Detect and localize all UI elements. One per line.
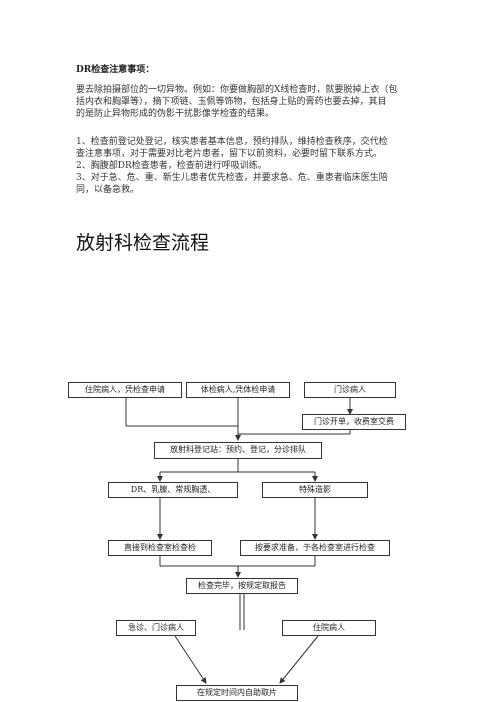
flow-box-emergency: 急诊、门诊病人 xyxy=(116,620,196,636)
paragraph-line: 要去除拍摄部位的一切异物。例如：你要做胸部的X线检查时，就要脱掉上衣（包 xyxy=(76,85,398,95)
paragraph-line: 的是防止异物形成的伪影干扰影像学检查的结果。 xyxy=(76,109,275,119)
flow-box-registration: 放射科登记站：预约、登记，分诊排队 xyxy=(154,442,322,459)
notice-item-line: 2、胸腹部DR检查患者，检查前进行呼吸训练。 xyxy=(76,161,267,171)
flow-box-direct-room: 直接到检查室检查检 xyxy=(108,540,212,556)
paragraph-line: 括内衣和胸罩等），摘下项链、玉佩等饰物，包括身上贴的膏药也要去掉，其目 xyxy=(76,97,387,107)
notice-title: DR检查注意事项： xyxy=(76,65,155,75)
notice-item-line: 查注意事项，对于需要对比老片患者，留下以前资料，必要时留下联系方式。 xyxy=(76,149,383,159)
flow-box-dr-general: DR、乳腺、常规胸透、 xyxy=(108,482,238,498)
flow-box-done: 检查完毕，按规定取报告 xyxy=(186,578,298,594)
flow-box-prepare-room: 按要求准备，于各检查室进行检查 xyxy=(240,540,390,556)
notice-item-line: 3、对于急、危、重、新生儿患者优先检查，并要求急、危、重患者临床医生陪 xyxy=(76,173,388,183)
notice-items: 1、检查前登记处登记，核实患者基本信息，预约排队，维持检查秩序，交代检 查注意事… xyxy=(76,136,426,196)
flow-box-self-pickup: 在规定时间内自助取片 xyxy=(176,685,298,701)
flow-box-inpatient: 住院病人 xyxy=(282,620,376,636)
flow-box-inpatient-request: 住院病人，凭检查申请 xyxy=(68,382,182,398)
notice-paragraph: 要去除拍摄部位的一切异物。例如：你要做胸部的X线检查时，就要脱掉上衣（包 括内衣… xyxy=(76,84,426,120)
notice-item-line: 1、检查前登记处登记，核实患者基本信息，预约排队，维持检查秩序，交代检 xyxy=(76,137,388,147)
flow-box-checkup-request: 体检病人,凭体检申请 xyxy=(186,382,290,398)
flow-box-outpatient: 门诊病人 xyxy=(304,382,396,398)
notice-item-line: 同，以备急救。 xyxy=(76,185,140,195)
flow-box-billing: 门诊开单，收费室交费 xyxy=(302,414,406,430)
flow-title: 放射科检查流程 xyxy=(76,232,210,254)
flow-box-special: 特殊造影 xyxy=(262,482,368,498)
